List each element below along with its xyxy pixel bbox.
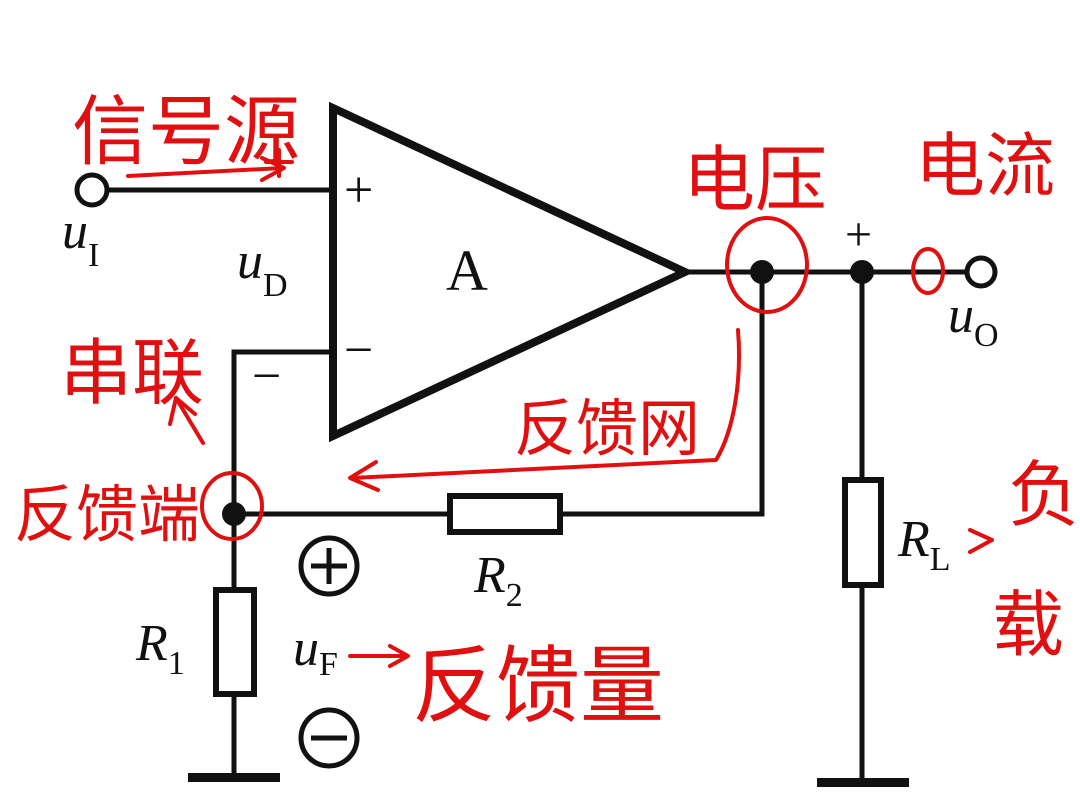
feedback-node-dot	[222, 502, 246, 526]
current-sampling-circle	[911, 247, 945, 295]
series-annotation: 串联	[60, 331, 204, 415]
feedback-node-annotation: 反馈端	[14, 478, 200, 551]
signal-source-annotation: 信号源	[72, 87, 300, 176]
r2-label: R2	[473, 547, 523, 614]
series-arrow	[174, 396, 205, 445]
uf-plus-symbol	[298, 535, 360, 597]
feedback-minus-sign: −	[252, 348, 281, 405]
feedback-arrow	[350, 328, 742, 480]
red-plus-mark	[264, 148, 294, 178]
resistor-r1	[213, 587, 257, 697]
op-amp-triangle	[329, 101, 695, 443]
feedback-network-annotation: 反馈网	[514, 392, 700, 465]
feedback-node-circle	[200, 471, 264, 541]
op-amp-minus-sign: −	[344, 322, 373, 379]
voltage-annotation: 电压	[683, 138, 827, 222]
annotation-texts: 信号源 电压 电流 串联 反馈网 反馈端 负 载 反馈量	[14, 87, 1080, 735]
input-voltage-label: uI	[62, 203, 99, 274]
op-amp-plus-sign: +	[344, 162, 373, 219]
differential-voltage-label: uD	[237, 233, 288, 304]
output-plus-sign: +	[845, 208, 872, 261]
resistor-r2	[447, 493, 563, 535]
output-voltage-label: uO	[948, 287, 999, 354]
output-terminal	[964, 255, 998, 289]
r1-label: R1	[135, 615, 185, 682]
signal-arrow	[126, 166, 284, 178]
annotation-marks	[126, 148, 994, 668]
output-node-dot	[750, 260, 774, 284]
voltage-sampling-circle	[725, 216, 809, 314]
input-terminal	[74, 172, 110, 208]
rl-label: RL	[897, 511, 951, 578]
ground-left	[188, 773, 280, 782]
load-annotation-2: 载	[992, 583, 1064, 667]
circuit-wires	[108, 187, 968, 778]
current-annotation: 电流	[915, 125, 1055, 207]
feedback-quantity-annotation: 反馈量	[412, 637, 664, 735]
amplifier-label: A	[446, 238, 488, 303]
load-node-dot	[850, 260, 874, 284]
load-arrow	[968, 528, 994, 554]
resistor-rl	[842, 477, 884, 588]
feedback-voltage-label: uF	[293, 620, 338, 683]
uf-minus-symbol	[298, 707, 360, 769]
ground-right	[817, 778, 909, 787]
load-annotation-1: 负	[1008, 453, 1080, 537]
